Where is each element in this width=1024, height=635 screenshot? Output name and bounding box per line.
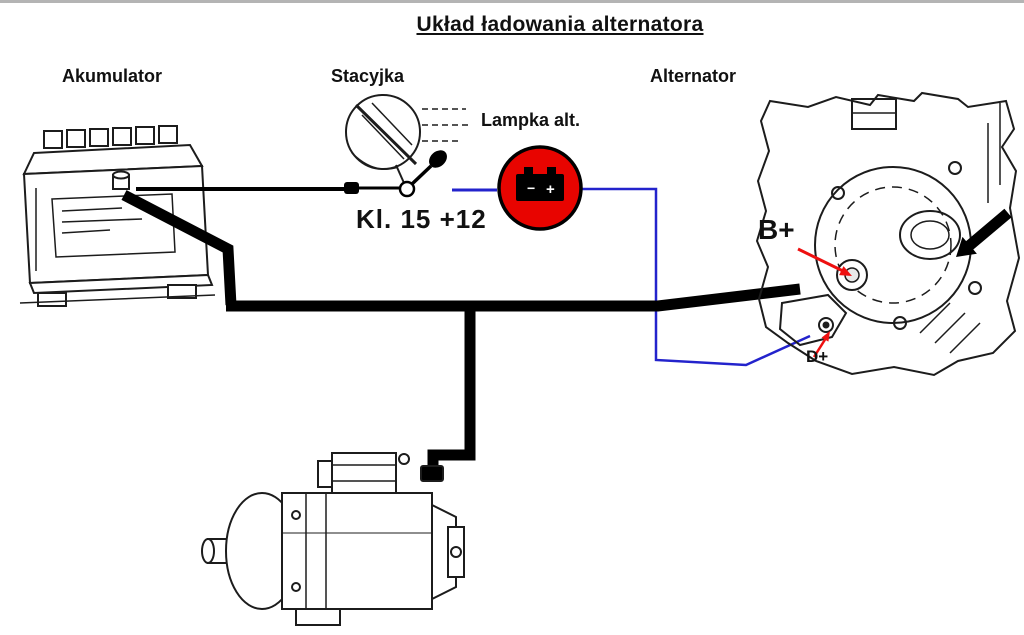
battery-label: Akumulator bbox=[62, 66, 163, 86]
battery-drop-wire bbox=[121, 190, 237, 306]
starter-illustration bbox=[201, 452, 465, 626]
battery-main-wire bbox=[121, 190, 801, 471]
svg-text:+: + bbox=[546, 181, 555, 198]
battery-warning-icon: − + bbox=[516, 167, 564, 201]
terminal-kl15-label: Kl. 15 +12 bbox=[356, 204, 487, 234]
starter-body bbox=[281, 492, 433, 610]
battery-illustration bbox=[19, 125, 216, 307]
b-plus-arrow bbox=[797, 247, 852, 276]
alternator-outline bbox=[755, 91, 1021, 377]
ignition-switch-illustration bbox=[345, 94, 470, 184]
ignition-label: Stacyjka bbox=[331, 66, 405, 86]
d-plus-terminal bbox=[818, 317, 834, 333]
alternator-illustration bbox=[755, 91, 1021, 377]
starter-solenoid bbox=[317, 452, 410, 494]
wiring-diagram: − + bbox=[19, 91, 1021, 626]
d-plus-arrow bbox=[812, 331, 830, 358]
main-wire-horizontal bbox=[226, 283, 801, 312]
d-plus-label: D+ bbox=[806, 347, 829, 366]
ignition-key bbox=[398, 150, 447, 198]
warning-lamp: − + bbox=[497, 145, 583, 231]
starter-branch-wire bbox=[427, 306, 476, 471]
lamp-to-alternator-wire bbox=[581, 187, 811, 367]
lamp-label: Lampka alt. bbox=[481, 110, 581, 130]
page-title: Układ ładowania alternatora bbox=[416, 13, 704, 36]
alternator-pointer-arrow bbox=[956, 208, 1012, 257]
battery-terminal bbox=[112, 170, 130, 190]
starter-terminal bbox=[420, 465, 444, 482]
b-plus-label: B+ bbox=[758, 214, 795, 245]
battery-to-ignition-wire bbox=[136, 182, 399, 194]
alternator-label: Alternator bbox=[650, 66, 737, 86]
svg-text:−: − bbox=[527, 180, 535, 196]
